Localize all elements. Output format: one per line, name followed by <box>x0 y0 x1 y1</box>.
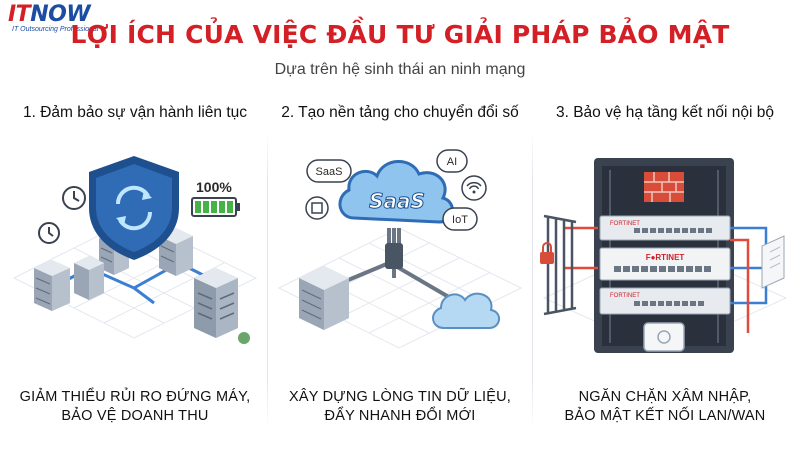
page-subtitle: Dựa trên hệ sinh thái an ninh mạng <box>274 61 526 78</box>
server-icon <box>34 260 70 311</box>
infrastructure-illustration: FORTINET F●RTINET FORTINET <box>540 158 788 354</box>
device-brand: FORTINET <box>610 221 640 227</box>
building-icon <box>194 268 238 338</box>
battery-label: 100% <box>196 179 232 195</box>
firewall-appliance: FORTINET <box>599 215 731 241</box>
lock-icon <box>540 242 554 264</box>
tree-icon <box>238 332 250 344</box>
page-title: LỢI ÍCH CỦA VIỆC ĐẦU TƯ GIẢI PHÁP BẢO MẬ… <box>70 20 730 49</box>
benefit-line: ĐẨY NHANH ĐỔI MỚI <box>324 408 476 424</box>
benefit-line: BẢO MẬT KẾT NỐI LAN/WAN <box>564 408 766 424</box>
server-icon <box>299 266 349 330</box>
logo-it: IT <box>8 2 31 27</box>
benefit-line: NGĂN CHẶN XÂM NHẬP, <box>578 389 752 405</box>
column-heading: 3. Bảo vệ hạ tầng kết nối nội bộ <box>555 104 775 121</box>
device-brand: FORTINET <box>610 293 640 299</box>
benefit-column-infrastructure: 3. Bảo vệ hạ tầng kết nối nội bộ FO <box>534 100 796 445</box>
clock-icon <box>62 186 86 210</box>
firewall-appliance: FORTINET <box>599 287 731 315</box>
battery-icon: 100% <box>191 179 240 217</box>
benefit-text: XÂY DỰNG LÒNG TIN DỮ LIỆU, ĐẨY NHANH ĐỔI… <box>269 388 531 426</box>
itnow-logo: ITNOW IT Outsourcing Professional <box>8 4 118 38</box>
bubble-label: SaaS <box>316 166 343 178</box>
chip-icon <box>305 196 329 220</box>
bubble-label: AI <box>447 156 457 168</box>
wifi-icon <box>461 175 487 201</box>
gate-icon <box>543 214 577 316</box>
bubble-label: IoT <box>452 214 468 226</box>
device-brand: F●RTINET <box>646 253 685 262</box>
logo-tagline: IT Outsourcing Professional <box>12 26 99 33</box>
logo-now: NOW <box>30 2 91 27</box>
bubble-iot: IoT <box>442 207 478 231</box>
benefit-line: BẢO VỆ DOANH THU <box>61 408 209 424</box>
server-icon <box>159 228 193 276</box>
cable-hub <box>385 243 403 269</box>
server-icon <box>74 256 104 300</box>
column-divider <box>267 130 268 430</box>
benefit-text: NGĂN CHẶN XÂM NHẬP, BẢO MẬT KẾT NỐI LAN/… <box>534 388 796 426</box>
clock-icon <box>38 222 60 244</box>
column-divider <box>532 130 533 430</box>
bubble-saas: SaaS <box>306 159 352 183</box>
benefit-column-continuity: 1. Đảm bảo sự vận hành liên tục <box>4 100 266 445</box>
column-heading: 1. Đảm bảo sự vận hành liên tục <box>22 104 248 121</box>
cloud-icon <box>432 292 500 329</box>
continuity-illustration: 100% <box>12 156 258 344</box>
switch-device <box>761 235 785 289</box>
benefit-line: XÂY DỰNG LÒNG TIN DỮ LIỆU, <box>288 389 511 405</box>
cloud-label: SaaS <box>369 189 425 213</box>
firewall-appliance: F●RTINET <box>599 247 731 281</box>
benefit-line: GIẢM THIỂU RỦI RO ĐỨNG MÁY, <box>19 389 251 405</box>
shield-sync-icon <box>89 156 179 260</box>
benefit-text: GIẢM THIỂU RỦI RO ĐỨNG MÁY, BẢO VỆ DOANH… <box>4 388 266 426</box>
column-heading: 2. Tạo nền tảng cho chuyển đổi số <box>281 104 519 121</box>
logo-wordmark: ITNOW <box>8 4 118 26</box>
benefit-column-digital: 2. Tạo nền tảng cho chuyển đổi số SaaS S… <box>269 100 531 445</box>
cloud-icon: SaaS <box>338 160 454 224</box>
firewall-icon <box>644 172 684 202</box>
digital-illustration: SaaS SaaS AI IoT <box>277 149 523 349</box>
access-point-icon <box>643 322 685 352</box>
bubble-ai: AI <box>436 149 468 173</box>
